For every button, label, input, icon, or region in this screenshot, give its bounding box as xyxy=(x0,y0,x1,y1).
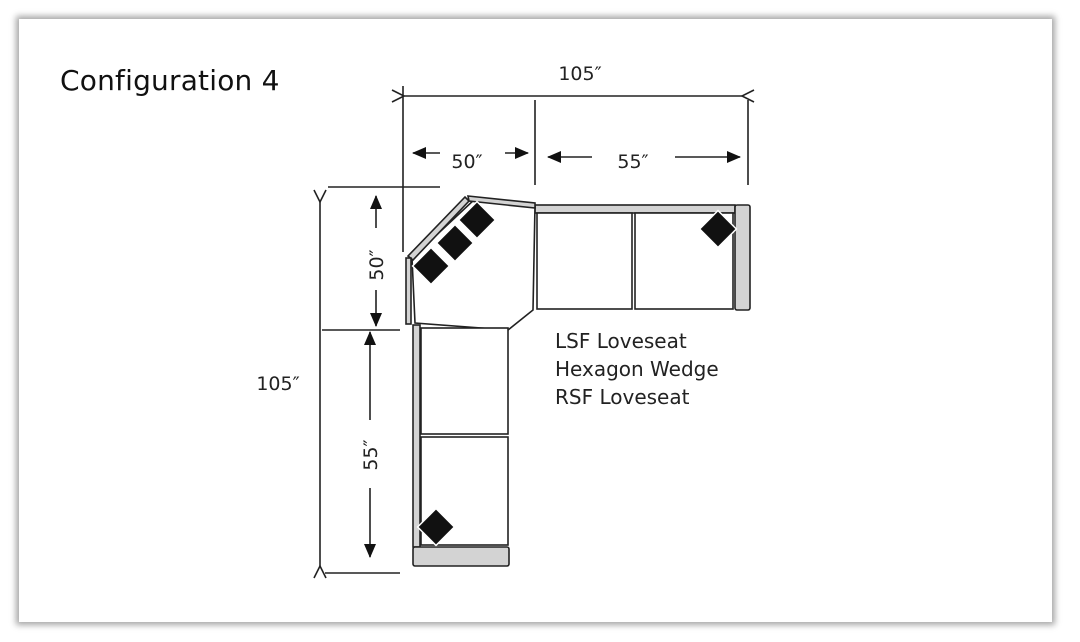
rsf-loveseat xyxy=(534,204,751,311)
rsf-width-label: 55″ xyxy=(617,151,648,173)
wedge-depth-label: 50″ xyxy=(366,249,388,280)
pillow-icon xyxy=(698,209,738,249)
overall-depth-label: 105″ xyxy=(256,373,299,395)
piece-label: Hexagon Wedge xyxy=(555,357,719,381)
lsf-loveseat xyxy=(412,324,510,567)
piece-label: RSF Loveseat xyxy=(555,385,690,409)
pillow-icon xyxy=(435,223,475,263)
pillow-icon xyxy=(416,507,456,547)
overall-width-label: 105″ xyxy=(558,63,601,85)
hexagon-wedge xyxy=(405,195,536,331)
pillow-icon xyxy=(457,200,497,240)
pillow-icon xyxy=(411,246,451,286)
wedge-width-label: 50″ xyxy=(451,151,482,173)
piece-label: LSF Loveseat xyxy=(555,329,687,353)
configuration-title: Configuration 4 xyxy=(60,64,280,97)
lsf-depth-label: 55″ xyxy=(360,439,382,470)
